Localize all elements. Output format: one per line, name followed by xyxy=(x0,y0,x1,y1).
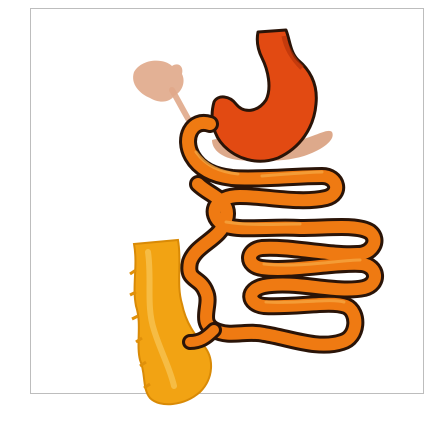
stomach-shape xyxy=(212,30,316,161)
gallbladder-shape xyxy=(133,61,190,122)
